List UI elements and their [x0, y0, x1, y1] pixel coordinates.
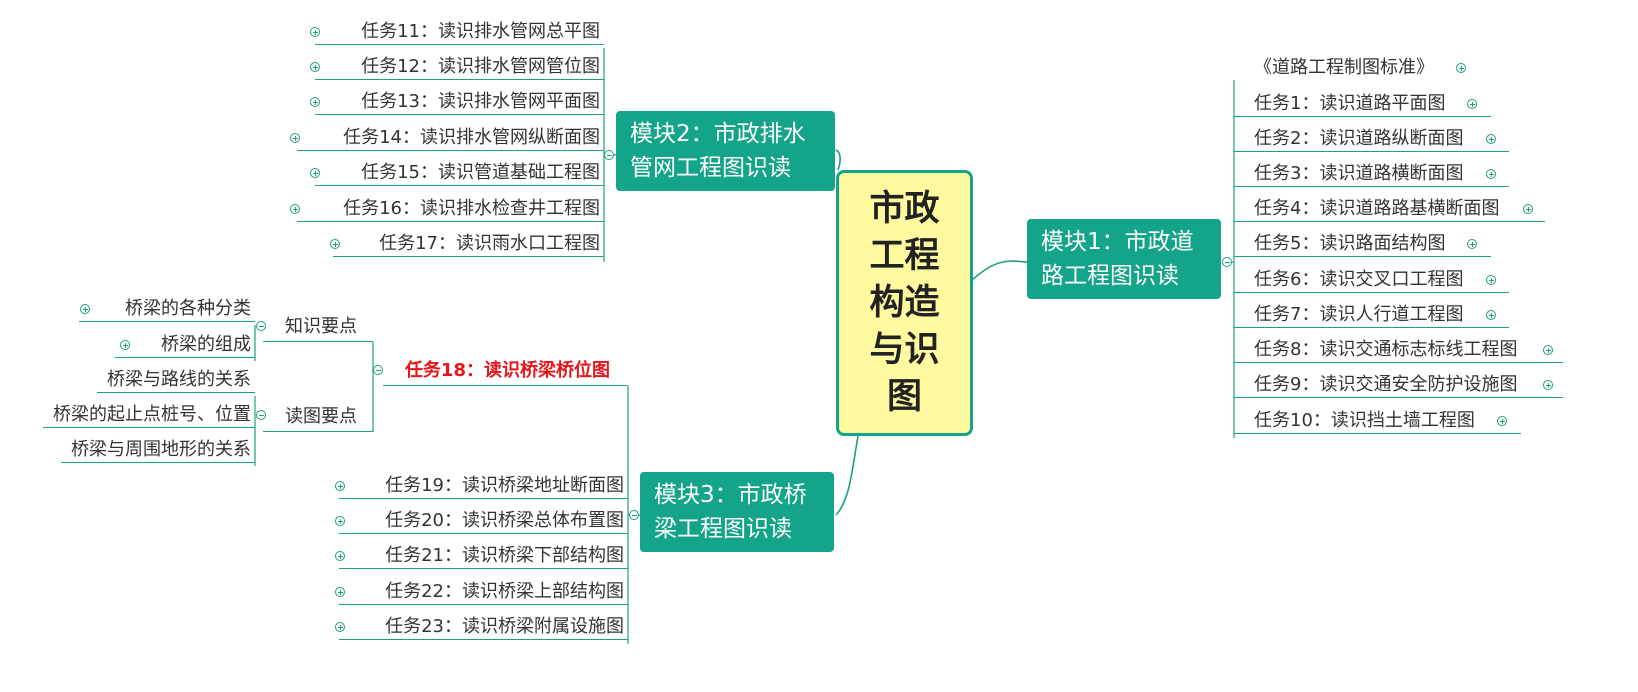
- module2-item[interactable]: 任务17：读识雨水口工程图: [333, 231, 604, 257]
- module3-item[interactable]: 任务22：读识桥梁上部结构图: [339, 579, 628, 605]
- module2-item[interactable]: 任务16：读识排水检查井工程图: [297, 196, 604, 222]
- reading-item[interactable]: 桥梁的起止点桩号、位置: [43, 402, 255, 428]
- expand-icon[interactable]: [335, 481, 345, 491]
- expand-icon[interactable]: [1456, 63, 1466, 73]
- expand-icon[interactable]: [310, 27, 320, 37]
- module3-topic[interactable]: 模块3：市政桥梁工程图识读: [640, 472, 834, 552]
- connector-root-module1: [971, 260, 1031, 281]
- expand-icon[interactable]: [1486, 310, 1496, 320]
- module2-item[interactable]: 任务14：读识排水管网纵断面图: [297, 125, 604, 151]
- module1-item[interactable]: 任务8：读识交通标志标线工程图: [1234, 337, 1564, 363]
- expand-icon[interactable]: [335, 551, 345, 561]
- expand-icon[interactable]: [1486, 134, 1496, 144]
- reading-collapse-icon[interactable]: [256, 410, 266, 420]
- connector-root-module3: [835, 435, 859, 516]
- expand-icon[interactable]: [290, 133, 300, 143]
- knowledge-topic[interactable]: 知识要点: [263, 312, 373, 342]
- module1-item[interactable]: 任务3：读识道路横断面图: [1234, 161, 1510, 187]
- reading-item[interactable]: 桥梁与路线的关系: [97, 367, 255, 393]
- expand-icon[interactable]: [1486, 169, 1496, 179]
- module1-title: 模块1：市政道路工程图识读: [1041, 229, 1194, 289]
- reading-topic[interactable]: 读图要点: [263, 402, 373, 432]
- module3-collapse-icon[interactable]: [629, 510, 639, 520]
- root-title: 市政工程构造与识图: [869, 188, 940, 417]
- module3-title: 模块3：市政桥梁工程图识读: [654, 482, 807, 542]
- expand-icon[interactable]: [1467, 99, 1477, 109]
- reading-item[interactable]: 桥梁与周围地形的关系: [61, 437, 255, 463]
- module1-item[interactable]: 任务7：读识人行道工程图: [1234, 302, 1510, 328]
- connector-root-module2: [835, 149, 841, 171]
- expand-icon[interactable]: [310, 62, 320, 72]
- knowledge-item[interactable]: 桥梁的组成: [115, 332, 255, 358]
- expand-icon[interactable]: [1467, 239, 1477, 249]
- module1-item[interactable]: 任务4：读识道路路基横断面图: [1234, 196, 1546, 222]
- module1-topic[interactable]: 模块1：市政道路工程图识读: [1027, 219, 1221, 299]
- expand-icon[interactable]: [1543, 380, 1553, 390]
- module3-item[interactable]: 任务21：读识桥梁下部结构图: [339, 543, 628, 569]
- root-topic[interactable]: 市政工程构造与识图: [836, 170, 973, 436]
- module1-collapse-icon[interactable]: [1222, 257, 1232, 267]
- knowledge-collapse-icon[interactable]: [256, 321, 266, 331]
- expand-icon[interactable]: [310, 97, 320, 107]
- module1-item[interactable]: 任务6：读识交叉口工程图: [1234, 267, 1510, 293]
- module3-item[interactable]: 任务19：读识桥梁地址断面图: [339, 473, 628, 499]
- module3-item[interactable]: 任务20：读识桥梁总体布置图: [339, 508, 628, 534]
- module1-item[interactable]: 任务10：读识挡土墙工程图: [1234, 408, 1521, 434]
- task18-collapse-icon[interactable]: [373, 365, 383, 375]
- module2-item[interactable]: 任务15：读识管道基础工程图: [315, 160, 604, 186]
- expand-icon[interactable]: [1497, 416, 1507, 426]
- module2-collapse-icon[interactable]: [604, 150, 614, 160]
- module1-item[interactable]: 任务9：读识交通安全防护设施图: [1234, 372, 1564, 398]
- module2-item[interactable]: 任务11：读识排水管网总平图: [315, 19, 604, 45]
- module2-item[interactable]: 任务12：读识排水管网管位图: [315, 54, 604, 80]
- module1-item[interactable]: 任务2：读识道路纵断面图: [1234, 126, 1510, 152]
- module3-item[interactable]: 任务23：读识桥梁附属设施图: [339, 614, 628, 640]
- expand-icon[interactable]: [1486, 275, 1496, 285]
- expand-icon[interactable]: [330, 239, 340, 249]
- module2-title: 模块2：市政排水管网工程图识读: [630, 121, 806, 181]
- expand-icon[interactable]: [1543, 345, 1553, 355]
- module1-item[interactable]: 任务5：读识路面结构图: [1234, 231, 1492, 257]
- task18-title: 任务18：读识桥梁桥位图: [404, 360, 610, 381]
- expand-icon[interactable]: [80, 304, 90, 314]
- module1-item[interactable]: 任务1：读识道路平面图: [1234, 91, 1492, 117]
- expand-icon[interactable]: [290, 204, 300, 214]
- expand-icon[interactable]: [335, 516, 345, 526]
- module1-item[interactable]: 《道路工程制图标准》: [1254, 57, 1434, 78]
- knowledge-item[interactable]: 桥梁的各种分类: [79, 296, 255, 322]
- module2-topic[interactable]: 模块2：市政排水管网工程图识读: [616, 111, 835, 191]
- module2-item[interactable]: 任务13：读识排水管网平面图: [315, 89, 604, 115]
- expand-icon[interactable]: [335, 587, 345, 597]
- expand-icon[interactable]: [335, 622, 345, 632]
- expand-icon[interactable]: [1523, 204, 1533, 214]
- expand-icon[interactable]: [120, 340, 130, 350]
- task18-topic[interactable]: 任务18：读识桥梁桥位图: [382, 356, 628, 386]
- expand-icon[interactable]: [310, 168, 320, 178]
